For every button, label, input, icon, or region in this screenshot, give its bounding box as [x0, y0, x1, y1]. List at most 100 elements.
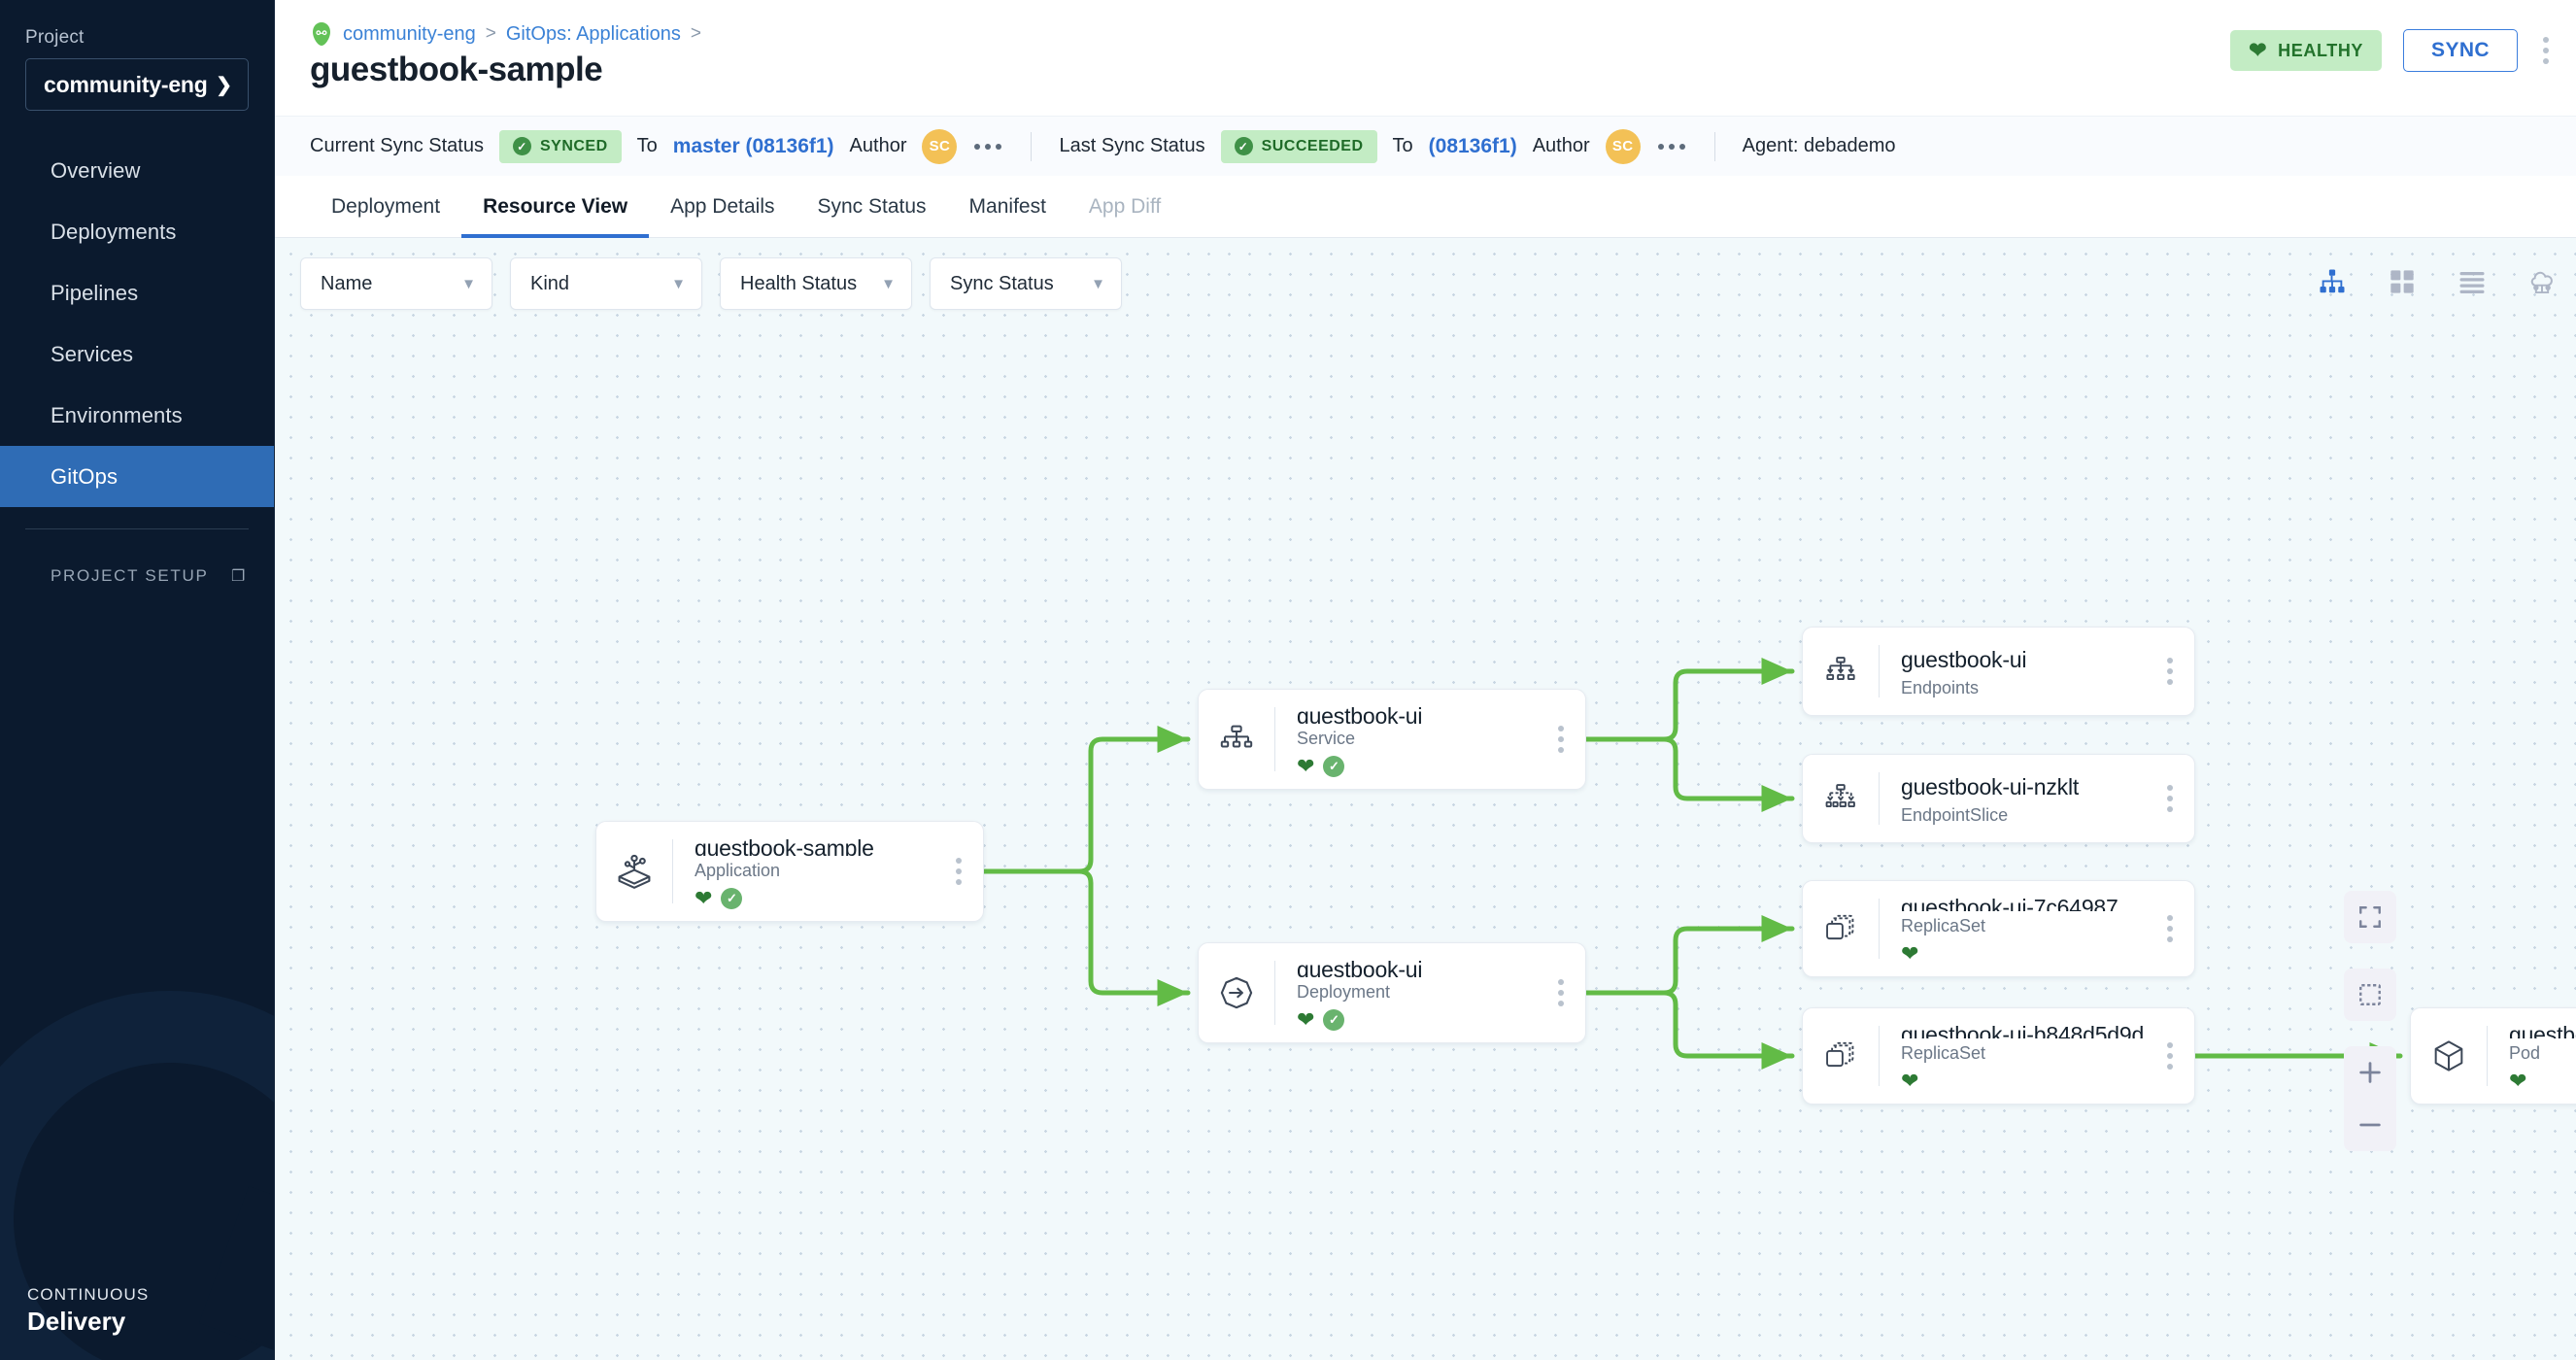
tab-label: Resource View — [483, 195, 627, 219]
tree-view-icon[interactable] — [2316, 265, 2349, 298]
sidebar-section-project-setup[interactable]: PROJECT SETUP ❐ — [0, 555, 274, 597]
node-menu-icon[interactable] — [934, 822, 983, 921]
last-revision-link[interactable]: (08136f1) — [1429, 135, 1517, 158]
status-badge-health: ❤ HEALTHY — [2230, 30, 2382, 71]
graph-node-endpoints[interactable]: guestbook-ui Endpoints — [1802, 627, 2195, 716]
list-view-icon[interactable] — [2456, 265, 2489, 298]
current-revision-link[interactable]: master (08136f1) — [673, 135, 834, 158]
tab-sync-status[interactable]: Sync Status — [796, 176, 947, 237]
filter-sync-status[interactable]: Sync Status ▼ — [930, 257, 1122, 310]
graph-node-service[interactable]: guestbook-ui Service ❤ ✓ — [1198, 689, 1586, 790]
breadcrumb-link-gitops-applications[interactable]: GitOps: Applications — [506, 23, 681, 46]
tab-label: Manifest — [969, 195, 1046, 219]
deployment-icon — [1199, 943, 1274, 1042]
check-circle-icon: ✓ — [1323, 1009, 1344, 1031]
project-selector[interactable]: community-eng ❯ — [25, 58, 249, 111]
chevron-down-icon: ▼ — [461, 276, 476, 292]
tab-manifest[interactable]: Manifest — [948, 176, 1068, 237]
node-kind: Deployment — [1297, 982, 1537, 1003]
graph-node-deployment[interactable]: guestbook-ui Deployment ❤ ✓ — [1198, 942, 1586, 1043]
graph-node-replicaset-7c64987dc9[interactable]: guestbook-ui-7c64987dc9 ReplicaSet ❤ — [1802, 880, 2195, 977]
graph-node-endpointslice[interactable]: guestbook-ui-nzklt EndpointSlice — [1802, 754, 2195, 843]
sidebar: Project community-eng ❯ Overview Deploym… — [0, 0, 275, 1360]
project-label: Project — [0, 27, 274, 58]
network-view-icon[interactable] — [2525, 265, 2559, 298]
chevron-down-icon: ▼ — [881, 276, 896, 292]
node-menu-icon[interactable] — [2146, 628, 2194, 715]
status-badge-label: HEALTHY — [2278, 41, 2363, 61]
current-sync-status-chip-label: SYNCED — [540, 138, 608, 155]
chevron-down-icon: ❐ — [231, 566, 247, 586]
brand-logo: CONTINUOUS Delivery — [27, 1285, 149, 1337]
sidebar-item-pipelines[interactable]: Pipelines — [0, 262, 274, 323]
tab-app-details[interactable]: App Details — [649, 176, 796, 237]
sidebar-item-label: Deployments — [51, 220, 177, 245]
sidebar-section-label: PROJECT SETUP — [51, 566, 209, 586]
check-circle-icon: ✓ — [513, 137, 531, 155]
resource-graph-canvas[interactable]: Name ▼ Kind ▼ Health Status ▼ Sync Statu… — [275, 238, 2576, 1360]
kebab-vertical-icon[interactable] — [2539, 33, 2553, 68]
fit-screen-icon[interactable] — [2344, 891, 2396, 943]
sidebar-item-gitops[interactable]: GitOps — [0, 446, 274, 507]
select-area-icon[interactable] — [2344, 969, 2396, 1021]
replicaset-icon — [1803, 881, 1879, 976]
node-menu-icon[interactable] — [2146, 881, 2194, 976]
brand-line-2: Delivery — [27, 1307, 149, 1337]
current-sync-overflow-icon[interactable] — [972, 138, 1003, 155]
sidebar-item-deployments[interactable]: Deployments — [0, 201, 274, 262]
node-name: guestbook-ui — [1297, 703, 1537, 724]
grid-view-icon[interactable] — [2386, 265, 2419, 298]
current-sync-status-label: Current Sync Status — [310, 135, 484, 157]
node-menu-icon[interactable] — [2146, 755, 2194, 842]
zoom-in-icon[interactable] — [2344, 1046, 2396, 1099]
zoom-in-out-group — [2344, 1046, 2396, 1151]
tab-resource-view[interactable]: Resource View — [461, 176, 649, 237]
node-status: ❤ — [2509, 1071, 2576, 1092]
sidebar-divider — [25, 528, 249, 529]
sidebar-item-label: Overview — [51, 158, 141, 184]
tab-deployment[interactable]: Deployment — [310, 176, 461, 237]
breadcrumb-link-project[interactable]: community-eng — [343, 23, 476, 46]
sidebar-item-overview[interactable]: Overview — [0, 140, 274, 201]
filter-kind[interactable]: Kind ▼ — [510, 257, 702, 310]
header-actions: ❤ HEALTHY SYNC — [2230, 29, 2553, 72]
pod-icon — [2411, 1008, 2487, 1104]
brand-line-1: CONTINUOUS — [27, 1285, 149, 1305]
last-sync-overflow-icon[interactable] — [1656, 138, 1687, 155]
node-kind: Pod — [2509, 1043, 2576, 1064]
project-logo-icon — [310, 21, 333, 47]
graph-node-pod[interactable]: guestbook-ui-b848d5d9… Pod ❤ — [2410, 1007, 2576, 1105]
breadcrumb-separator: > — [486, 23, 496, 45]
replicaset-icon — [1803, 1008, 1879, 1104]
node-menu-icon[interactable] — [2146, 1008, 2194, 1104]
graph-node-replicaset-b848d5d9d[interactable]: guestbook-ui-b848d5d9d ReplicaSet ❤ — [1802, 1007, 2195, 1105]
avatar: SC — [922, 129, 957, 164]
last-sync-status-label: Last Sync Status — [1059, 135, 1204, 157]
filter-health-status[interactable]: Health Status ▼ — [720, 257, 912, 310]
node-status: ❤ — [1901, 943, 2146, 965]
avatar: SC — [1606, 129, 1641, 164]
sync-button[interactable]: SYNC — [2403, 29, 2518, 72]
node-menu-icon[interactable] — [1537, 690, 1585, 789]
status-divider — [1714, 132, 1715, 161]
graph-node-application[interactable]: guestbook-sample Application ❤ ✓ — [595, 821, 984, 922]
last-sync-status-group: Last Sync Status ✓ SUCCEEDED To (08136f1… — [1059, 129, 1686, 164]
breadcrumb-separator: > — [691, 23, 701, 45]
node-status: ❤ ✓ — [1297, 1009, 1537, 1031]
check-circle-icon: ✓ — [1323, 756, 1344, 777]
chevron-down-icon: ▼ — [671, 276, 686, 292]
last-sync-status-chip-label: SUCCEEDED — [1262, 138, 1364, 155]
view-toggle-group — [2316, 265, 2559, 298]
sidebar-item-services[interactable]: Services — [0, 323, 274, 385]
filter-name[interactable]: Name ▼ — [300, 257, 492, 310]
check-circle-icon: ✓ — [721, 888, 742, 909]
endpointslice-icon — [1803, 755, 1879, 842]
sync-status-bar: Current Sync Status ✓ SYNCED To master (… — [275, 116, 2576, 176]
sidebar-item-environments[interactable]: Environments — [0, 385, 274, 446]
endpoints-icon — [1803, 628, 1879, 715]
node-name: guestbook-ui-nzklt — [1901, 774, 2146, 800]
zoom-out-icon[interactable] — [2344, 1099, 2396, 1151]
chevron-down-icon: ▼ — [1091, 276, 1105, 292]
node-menu-icon[interactable] — [1537, 943, 1585, 1042]
